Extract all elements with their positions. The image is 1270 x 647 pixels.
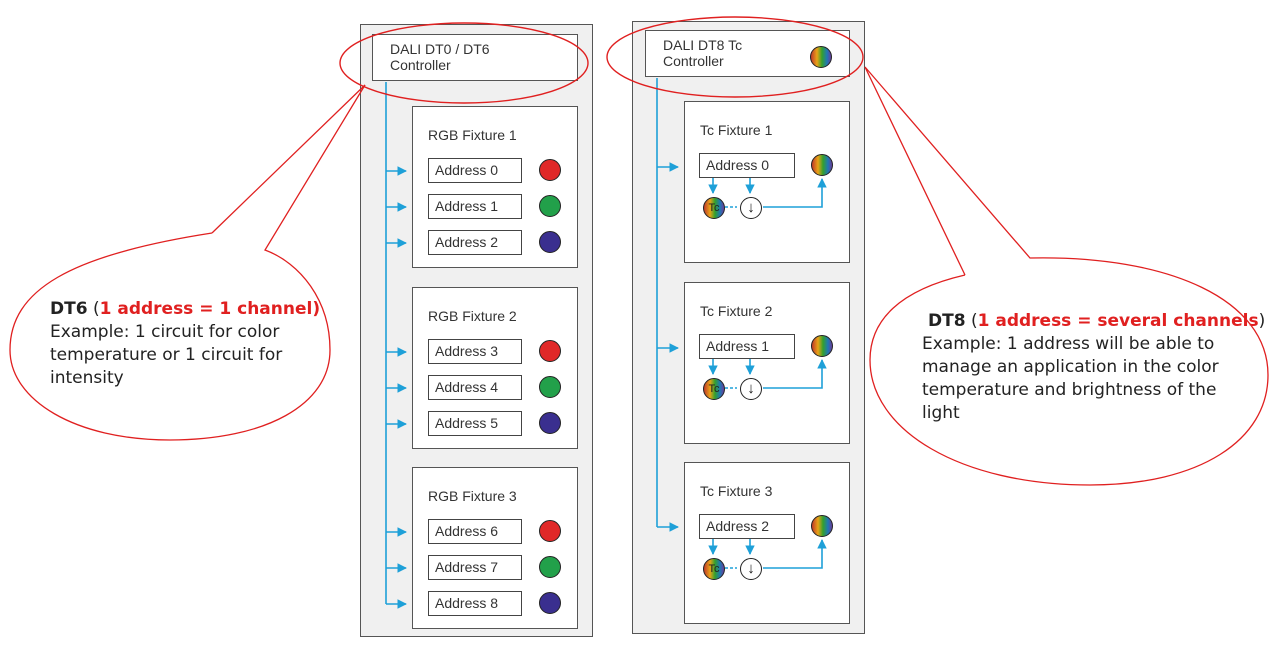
dt6-note: DT6 (1 address = 1 channel) Example: 1 c…	[50, 298, 340, 390]
dt8-close-paren: )	[1258, 311, 1266, 331]
address-box: Address 0	[699, 153, 795, 178]
color-temperature-icon	[811, 335, 833, 357]
dt6-close-paren: )	[312, 299, 321, 319]
address-box: Address 5	[428, 411, 522, 436]
tc-fixture-1: Tc Fixture 1 Address 0 Tc ↓	[684, 101, 850, 263]
address-box: Address 6	[428, 519, 522, 544]
dt6-controller-line1: DALI DT0 / DT6	[390, 41, 490, 57]
address-box: Address 4	[428, 375, 522, 400]
blue-lamp-icon	[539, 592, 561, 614]
red-lamp-icon	[539, 520, 561, 542]
tc-fixture-3: Tc Fixture 3 Address 2 Tc ↓	[684, 462, 850, 624]
dt6-open-paren: (	[92, 299, 100, 319]
address-box: Address 2	[699, 514, 795, 539]
dt8-note-line: temperature and brightness of the	[922, 380, 1217, 400]
green-lamp-icon	[539, 376, 561, 398]
color-temperature-icon	[811, 515, 833, 537]
tc-channel-icon: Tc	[703, 378, 725, 400]
address-box: Address 1	[699, 334, 795, 359]
dimmer-channel-icon: ↓	[740, 197, 762, 219]
green-lamp-icon	[539, 195, 561, 217]
dt6-highlight: 1 address = 1 channel	[99, 299, 313, 319]
dt8-note-heading: DT8 (1 address = several channels)	[922, 310, 1267, 333]
color-temperature-icon	[810, 46, 832, 68]
dimmer-channel-icon: ↓	[740, 378, 762, 400]
rgb-fixture-1: RGB Fixture 1 Address 0 Address 1 Addres…	[412, 106, 578, 268]
dt8-highlight: 1 address = several channels	[977, 311, 1259, 331]
tc-fixture-2: Tc Fixture 2 Address 1 Tc ↓	[684, 282, 850, 444]
rgb-fixture-3: RGB Fixture 3 Address 6 Address 7 Addres…	[412, 467, 578, 629]
address-box: Address 3	[428, 339, 522, 364]
dt8-callout-tail	[864, 66, 966, 276]
dt8-note: DT8 (1 address = several channels) Examp…	[922, 310, 1267, 425]
address-box: Address 7	[428, 555, 522, 580]
fixture-title: Tc Fixture 3	[700, 483, 773, 499]
dt8-note-line: light	[922, 403, 960, 423]
dimmer-channel-icon: ↓	[740, 558, 762, 580]
dt6-controller-line2: Controller	[390, 57, 451, 73]
fixture-title: RGB Fixture 2	[428, 308, 517, 324]
rgb-fixture-2: RGB Fixture 2 Address 3 Address 4 Addres…	[412, 287, 578, 449]
address-box: Address 0	[428, 158, 522, 183]
dt8-open-paren: (	[970, 311, 978, 331]
dt6-note-line: temperature or 1 circuit for	[50, 345, 283, 365]
dt6-note-heading: DT6 (1 address = 1 channel)	[50, 298, 340, 321]
tc-channel-icon: Tc	[703, 558, 725, 580]
address-box: Address 2	[428, 230, 522, 255]
tc-channel-icon: Tc	[703, 197, 725, 219]
dt6-note-line: Example: 1 circuit for color	[50, 322, 280, 342]
color-temperature-icon	[811, 154, 833, 176]
dt8-label: DT8	[928, 311, 966, 331]
red-lamp-icon	[539, 159, 561, 181]
blue-lamp-icon	[539, 231, 561, 253]
dt6-note-line: intensity	[50, 368, 124, 388]
fixture-title: Tc Fixture 1	[700, 122, 773, 138]
address-box: Address 8	[428, 591, 522, 616]
fixture-title: RGB Fixture 3	[428, 488, 517, 504]
green-lamp-icon	[539, 556, 561, 578]
dt8-note-line: Example: 1 address will be able to	[922, 334, 1215, 354]
dt6-label: DT6	[50, 299, 88, 319]
dt6-controller: DALI DT0 / DT6 Controller	[372, 34, 578, 81]
red-lamp-icon	[539, 340, 561, 362]
fixture-title: Tc Fixture 2	[700, 303, 773, 319]
address-box: Address 1	[428, 194, 522, 219]
dt8-note-line: manage an application in the color	[922, 357, 1219, 377]
blue-lamp-icon	[539, 412, 561, 434]
fixture-title: RGB Fixture 1	[428, 127, 517, 143]
dt6-callout-tail	[211, 84, 366, 234]
